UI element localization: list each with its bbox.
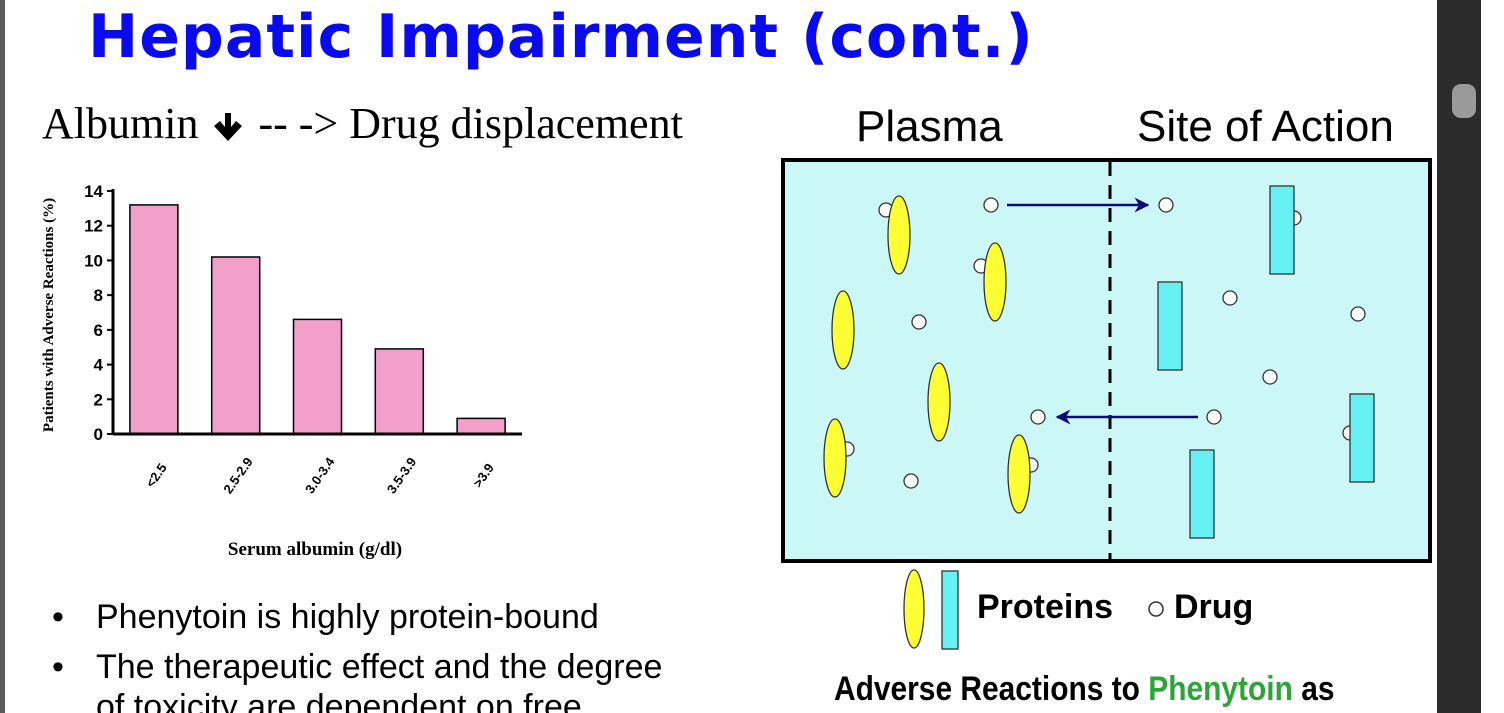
bullet-list: •Phenytoin is highly protein-bound •The … [50, 592, 662, 713]
vertical-scrollbar[interactable] [1437, 0, 1504, 713]
scrollbar-thumb[interactable] [1452, 84, 1476, 118]
chart-bar [210, 256, 261, 435]
free-drug-dot [1350, 306, 1366, 322]
protein-binding-diagram [781, 158, 1432, 563]
chart-x-ticks: <2.5 2.5-2.9 3.0-3.4 3.5-3.9 >3.9 [143, 454, 497, 496]
chart-y-tick-label: 0 [94, 425, 103, 444]
free-drug-dot [1158, 197, 1174, 213]
free-drug-dot [911, 314, 927, 330]
chart-y-tick-label: 14 [84, 182, 103, 201]
slide-title: Hepatic Impairment (cont.) [88, 2, 1034, 72]
chart-y-tick-label: 2 [94, 390, 103, 409]
free-drug-dot [1030, 409, 1046, 425]
subtitle-displacement: -- -> Drug displacement [258, 99, 683, 148]
plasma-label: Plasma [856, 102, 1003, 151]
chart-x-label: Serum albumin (g/dl) [228, 539, 402, 560]
chart-x-tick-label: 3.5-3.9 [384, 455, 420, 497]
legend-drug-label: Drug [1174, 588, 1254, 626]
free-drug-dot [903, 473, 919, 489]
plasma-protein [831, 290, 855, 370]
plasma-protein [1007, 434, 1031, 514]
chart-bar [292, 318, 343, 435]
chart-bars [129, 204, 506, 435]
legend-proteins-label: Proteins [977, 588, 1114, 626]
chart-x-tick-label: <2.5 [143, 461, 170, 491]
bullet-dot: • [52, 598, 64, 636]
tissue-protein [1349, 393, 1375, 483]
chart-x-tick-label: >3.9 [470, 461, 497, 491]
subtitle-albumin: Albumin [42, 99, 199, 148]
down-arrow-icon [214, 112, 243, 141]
bullet-item: •The therapeutic effect and the degree [50, 642, 662, 692]
chart-x-tick-label: 3.0-3.4 [302, 454, 338, 496]
diagram-legend [903, 569, 1164, 650]
legend-drug-icon [1148, 601, 1164, 617]
site-of-action-label: Site of Action [1137, 102, 1394, 151]
slide: Hepatic Impairment (cont.) Albumin -- ->… [0, 0, 1432, 713]
chart-bar [129, 204, 179, 435]
tissue-protein [1189, 449, 1215, 539]
free-drug-dot [1206, 409, 1222, 425]
slide-subtitle: Albumin -- -> Drug displacement [42, 98, 683, 149]
chart-y-tick-label: 10 [84, 251, 103, 270]
chart-y-tick-label: 8 [94, 286, 103, 305]
chart-bar [456, 417, 506, 435]
tissue-protein [1157, 281, 1183, 371]
free-drug-dot [983, 197, 999, 213]
window-edge [0, 0, 5, 713]
bullet-dot: • [52, 648, 64, 686]
chart-bar [374, 348, 425, 435]
caption-drug-name: Phenytoin [1148, 670, 1293, 708]
free-drug-dot [1222, 290, 1238, 306]
chart-x-tick-label: 2.5-2.9 [220, 455, 256, 497]
legend-rect-icon [941, 570, 959, 650]
legend-ellipse-icon [903, 569, 925, 649]
bullet-item: •Phenytoin is highly protein-bound [50, 592, 662, 642]
diagram-caption: Adverse Reactions to Phenytoin as [834, 670, 1335, 708]
chart-y-tick-label: 12 [84, 217, 103, 236]
albumin-bar-chart: 0 2 4 6 8 10 12 14 <2.5 2.5-2.9 3.0-3.4 3.5-3.9 >3.… [41, 182, 522, 560]
free-drug-dot [1262, 369, 1278, 385]
plasma-protein [823, 418, 847, 498]
plasma-protein [927, 362, 951, 442]
tissue-protein [1269, 185, 1295, 275]
chart-y-tick-label: 4 [94, 356, 104, 375]
plasma-protein [887, 195, 911, 275]
diagram-box [781, 158, 1432, 563]
bullet-item-continued: of toxicity are dependent on free [96, 688, 582, 713]
chart-y-ticks: 0 2 4 6 8 10 12 14 [84, 182, 113, 444]
chart-y-tick-label: 6 [94, 321, 103, 340]
plasma-protein [983, 242, 1007, 322]
chart-y-label: Patients with Adverse Reactions (%) [41, 198, 57, 432]
scrollbar-edge [1481, 0, 1504, 713]
